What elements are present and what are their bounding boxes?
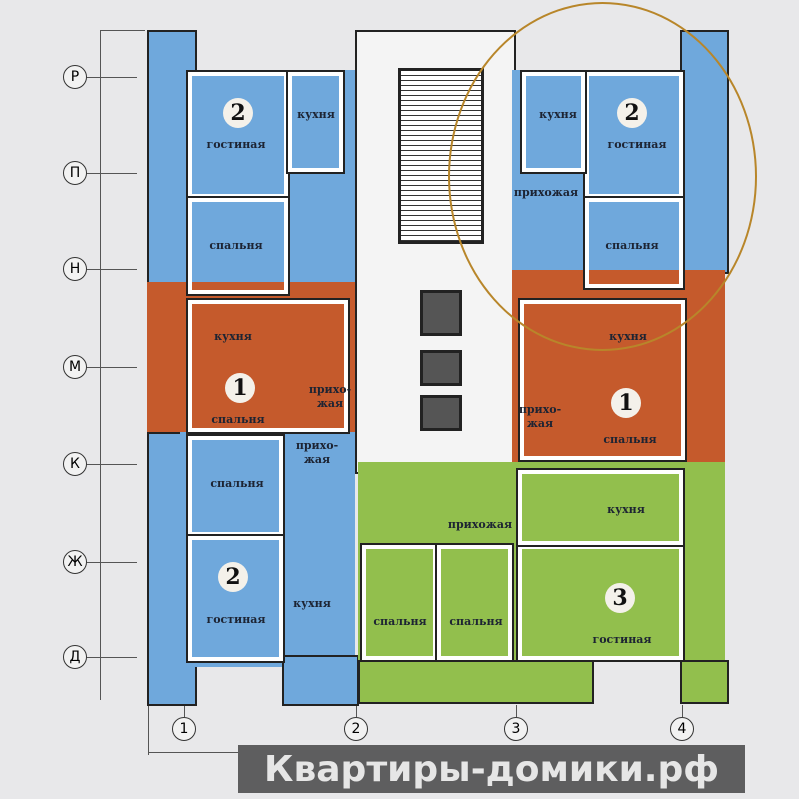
axis-marker: П [63, 161, 87, 185]
elevator [420, 350, 462, 386]
apartment-top-left-zone [180, 70, 355, 282]
room-label: гостиная [607, 138, 667, 151]
room-label: прихо- жая [295, 439, 339, 466]
room-label: кухня [607, 503, 645, 516]
room-label: спальня [211, 413, 265, 426]
room-count-badge: 1 [611, 388, 641, 418]
room-label: кухня [297, 108, 335, 121]
room-outline [360, 543, 439, 662]
room-outline [186, 434, 285, 538]
apartment-bottom-right-zone [680, 660, 729, 704]
axis-marker: М [63, 355, 87, 379]
dimension-line [148, 705, 149, 755]
room-outline [286, 70, 345, 174]
axis-line [87, 657, 137, 658]
room-label: спальня [449, 615, 503, 628]
room-outline [186, 534, 285, 663]
dimension-line [100, 30, 101, 700]
dimension-line [184, 705, 185, 717]
room-label: спальня [605, 239, 659, 252]
axis-line [87, 367, 137, 368]
dimension-line [148, 752, 238, 753]
room-outline [516, 468, 685, 547]
room-count-badge: 2 [218, 562, 248, 592]
dimension-line [356, 705, 357, 717]
room-outline [186, 70, 290, 200]
room-count-badge: 1 [225, 373, 255, 403]
room-outline [435, 543, 514, 662]
room-label: гостиная [206, 613, 266, 626]
room-count-badge: 2 [223, 98, 253, 128]
room-label: гостиная [206, 138, 266, 151]
axis-marker: Н [63, 257, 87, 281]
elevator [420, 290, 462, 336]
room-outline [186, 196, 290, 296]
axis-marker: 1 [172, 717, 196, 741]
room-label: спальня [209, 239, 263, 252]
room-label: кухня [609, 330, 647, 343]
dimension-line [516, 705, 517, 717]
apartment-bottom-right-zone [358, 462, 725, 662]
room-count-badge: 2 [617, 98, 647, 128]
dimension-line [682, 705, 683, 717]
room-label: кухня [214, 330, 252, 343]
room-outline [516, 543, 685, 662]
room-outline [186, 298, 350, 434]
axis-marker: 3 [504, 717, 528, 741]
axis-marker: Д [63, 645, 87, 669]
axis-marker: Ж [63, 550, 87, 574]
apartment-bottom-left-zone [180, 432, 355, 667]
axis-marker: 4 [670, 717, 694, 741]
room-label: кухня [293, 597, 331, 610]
room-count-badge: 3 [605, 583, 635, 613]
apartment-bottom-right-zone [358, 660, 594, 704]
hand-drawn-circle [448, 2, 757, 351]
room-label: прихожая [513, 186, 579, 199]
axis-line [87, 77, 137, 78]
room-label: кухня [539, 108, 577, 121]
elevator [420, 395, 462, 431]
room-label: спальня [373, 615, 427, 628]
axis-line [87, 464, 137, 465]
room-label: спальня [210, 477, 264, 490]
dimension-line [100, 30, 145, 31]
room-label: спальня [603, 433, 657, 446]
axis-marker: К [63, 452, 87, 476]
axis-line [87, 562, 137, 563]
axis-marker: 2 [344, 717, 368, 741]
room-label: прихо- жая [518, 403, 562, 430]
apartment-mid-left-zone [147, 282, 355, 432]
axis-marker: Р [63, 65, 87, 89]
axis-line [87, 173, 137, 174]
axis-line [87, 269, 137, 270]
watermark-banner: Квартиры-домики.рф [238, 745, 745, 793]
room-label: гостиная [592, 633, 652, 646]
apartment-bottom-left-zone [282, 655, 359, 706]
room-label: прихожая [447, 518, 513, 531]
room-label: прихо- жая [308, 383, 352, 410]
